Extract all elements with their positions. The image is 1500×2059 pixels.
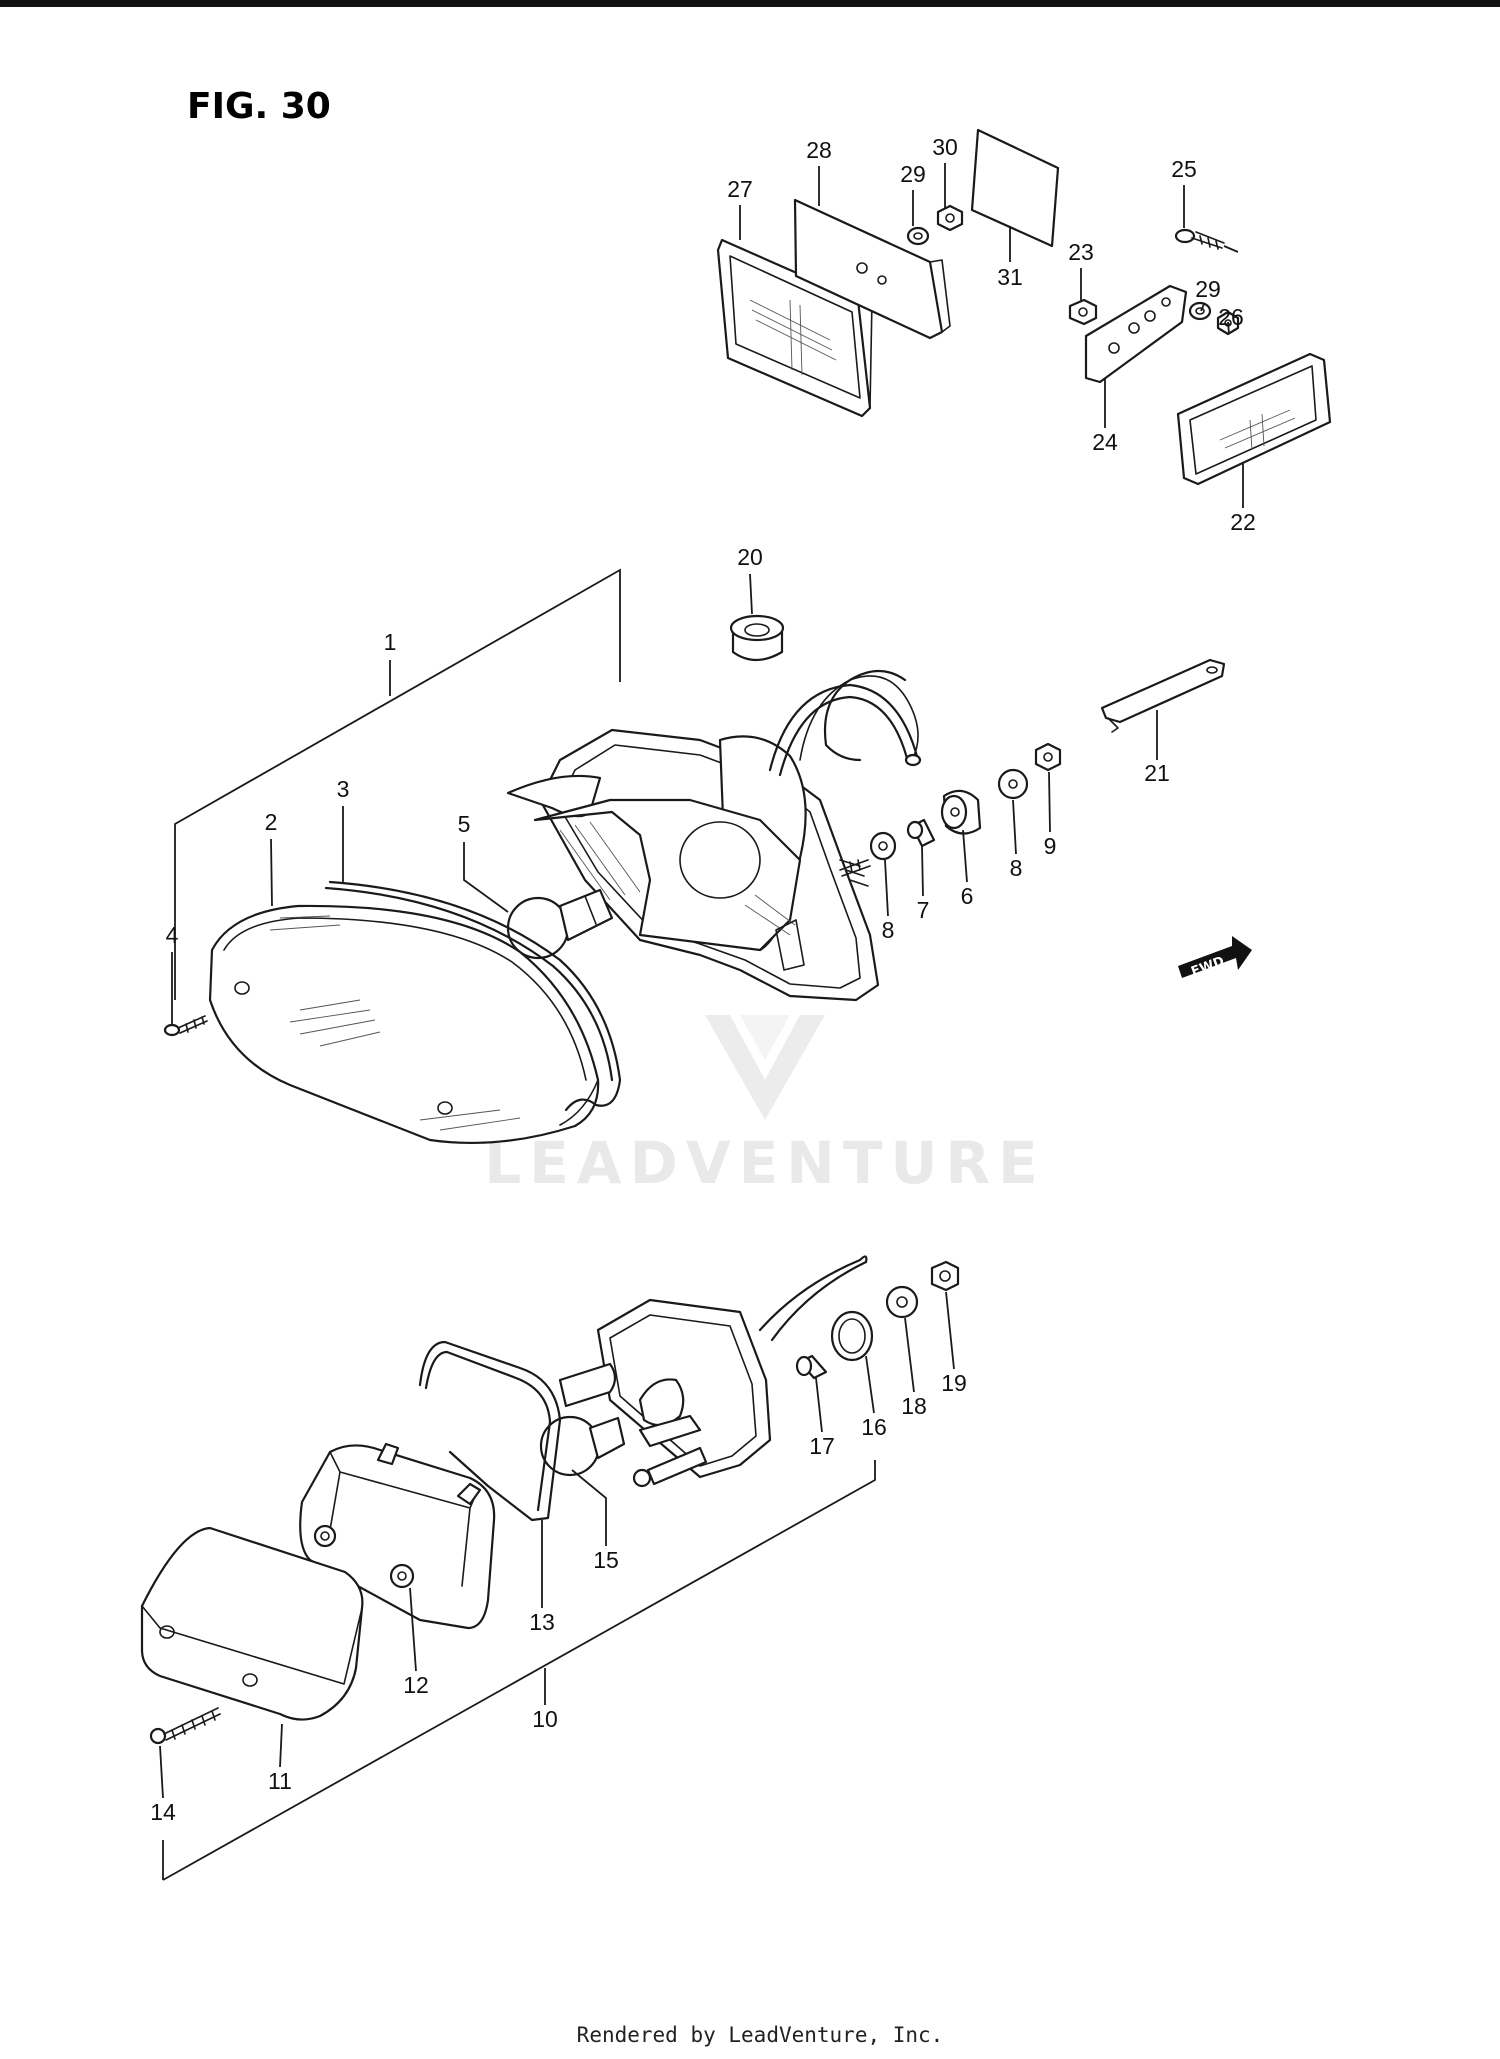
callout-13: 13 xyxy=(529,1609,555,1635)
callout-8b: 8 xyxy=(1010,855,1023,881)
callout-28: 28 xyxy=(806,137,832,163)
callout-10: 10 xyxy=(532,1706,558,1732)
bolt-25 xyxy=(1174,228,1239,253)
reflector-22 xyxy=(1176,352,1332,486)
spacer-7 xyxy=(906,818,936,848)
cushion-16 xyxy=(830,1310,874,1362)
bulb-5 xyxy=(506,888,614,960)
license-lamp-housing xyxy=(558,1255,868,1488)
callout-23: 23 xyxy=(1068,239,1094,265)
bracket-line-1 xyxy=(174,568,621,1000)
callout-15: 15 xyxy=(593,1547,619,1573)
callout-18: 18 xyxy=(901,1393,927,1419)
callout-8a: 8 xyxy=(882,917,895,943)
gasket-13 xyxy=(418,1340,562,1522)
nut-29-top xyxy=(906,226,930,246)
bracket-line-10 xyxy=(162,1460,876,1881)
nut-9 xyxy=(1034,742,1062,772)
fwd-arrow: FWD xyxy=(1178,936,1252,980)
nut-23 xyxy=(1068,298,1098,326)
wire-harness xyxy=(768,669,922,777)
callout-1: 1 xyxy=(384,629,397,655)
callout-31: 31 xyxy=(997,264,1023,290)
callout-2: 2 xyxy=(265,809,278,835)
top-border xyxy=(0,0,1500,7)
washer-18 xyxy=(885,1285,919,1319)
callout-30: 30 xyxy=(932,134,958,160)
grommet-20 xyxy=(729,614,785,662)
bracket-24 xyxy=(1084,284,1188,384)
washer-8b xyxy=(997,768,1029,800)
lamp-housing xyxy=(506,675,919,1002)
callout-12: 12 xyxy=(403,1672,429,1698)
spacer-17 xyxy=(795,1354,828,1380)
screw-4 xyxy=(163,1015,208,1037)
reflector-base-28 xyxy=(793,198,951,340)
reflector-tape-31 xyxy=(970,128,1060,248)
stud-bolt xyxy=(839,859,871,877)
footer-credit: Rendered by LeadVenture, Inc. xyxy=(577,2023,944,2047)
callout-3: 3 xyxy=(337,776,350,802)
middle-callouts: 1 20 3 2 5 4 8 7 6 8 9 21 xyxy=(166,544,1170,1024)
callout-26: 26 xyxy=(1218,304,1244,330)
callout-25: 25 xyxy=(1171,156,1197,182)
callout-9: 9 xyxy=(1044,833,1057,859)
cover-11 xyxy=(140,1526,364,1721)
callout-5: 5 xyxy=(458,811,471,837)
watermark-text: LEADVENTURE xyxy=(484,1129,1046,1197)
callout-27: 27 xyxy=(727,176,753,202)
gasket-3 xyxy=(324,880,622,1112)
nut-29-right xyxy=(1188,301,1212,321)
callout-20: 20 xyxy=(737,544,763,570)
top-callouts: 27 28 29 30 31 25 23 29 26 24 22 xyxy=(727,134,1256,535)
callout-22: 22 xyxy=(1230,509,1256,535)
cushion-6 xyxy=(940,789,982,835)
callout-29a: 29 xyxy=(900,161,926,187)
figure-title: FIG. 30 xyxy=(187,86,331,127)
callout-19: 19 xyxy=(941,1370,967,1396)
nut-30 xyxy=(936,204,964,232)
callout-6: 6 xyxy=(961,883,974,909)
lens-2 xyxy=(208,904,600,1145)
callout-7: 7 xyxy=(917,897,930,923)
callout-11: 11 xyxy=(268,1768,292,1794)
callout-16: 16 xyxy=(861,1414,887,1440)
nut-19 xyxy=(930,1260,960,1292)
callout-29b: 29 xyxy=(1195,276,1221,302)
screw-14 xyxy=(149,1707,221,1745)
bottom-callouts: 17 16 18 19 15 13 12 10 11 14 xyxy=(150,1291,967,1825)
callout-24: 24 xyxy=(1092,429,1118,455)
bracket-21 xyxy=(1100,658,1226,733)
lens-12 xyxy=(299,1442,496,1630)
callout-4: 4 xyxy=(166,922,179,948)
callout-14: 14 xyxy=(150,1799,176,1825)
callout-21: 21 xyxy=(1144,760,1170,786)
callout-17: 17 xyxy=(809,1433,835,1459)
watermark: LEADVENTURE xyxy=(484,1015,1046,1197)
washer-8a xyxy=(869,831,897,861)
